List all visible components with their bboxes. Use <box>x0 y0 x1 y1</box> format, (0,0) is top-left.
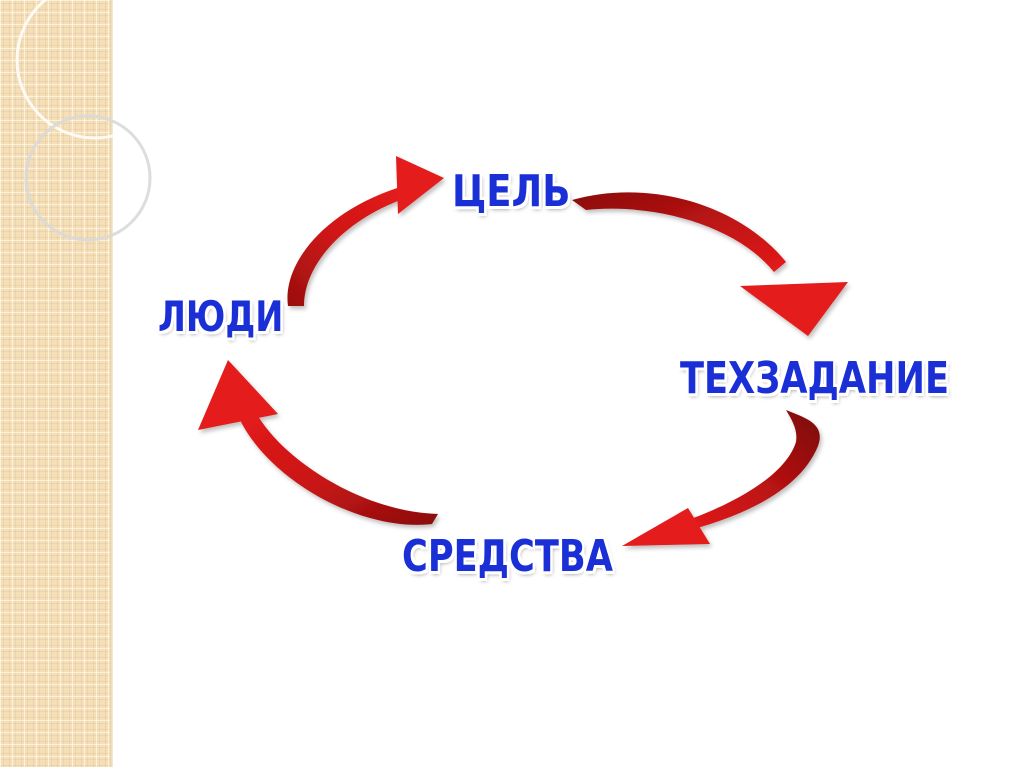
arrow-means-to-people-body <box>240 416 438 525</box>
decorative-rings <box>15 0 160 242</box>
arrow-spec-to-means <box>622 410 820 546</box>
arrow-people-to-goal-body <box>287 186 406 306</box>
arrow-goal-to-spec-body <box>572 192 786 272</box>
node-spec-label: ТЕХЗАДАНИЕ <box>680 353 950 404</box>
arrow-means-to-people <box>198 360 438 525</box>
arrow-people-to-goal-head <box>396 156 444 214</box>
arrow-means-to-people-head <box>198 360 278 430</box>
side-panel-edge <box>110 0 113 767</box>
arrow-spec-to-means-body <box>688 410 820 530</box>
node-means-label: СРЕДСТВА <box>402 531 613 582</box>
decorative-ring-lower <box>24 114 152 242</box>
arrow-people-to-goal <box>287 156 444 306</box>
arrow-goal-to-spec-head <box>740 282 848 336</box>
node-people-label: ЛЮДИ <box>158 292 284 341</box>
decorative-ring-upper <box>15 0 160 140</box>
arrow-goal-to-spec <box>572 192 848 336</box>
arrow-spec-to-means-head <box>622 508 710 546</box>
node-goal-label: ЦЕЛЬ <box>452 166 571 217</box>
